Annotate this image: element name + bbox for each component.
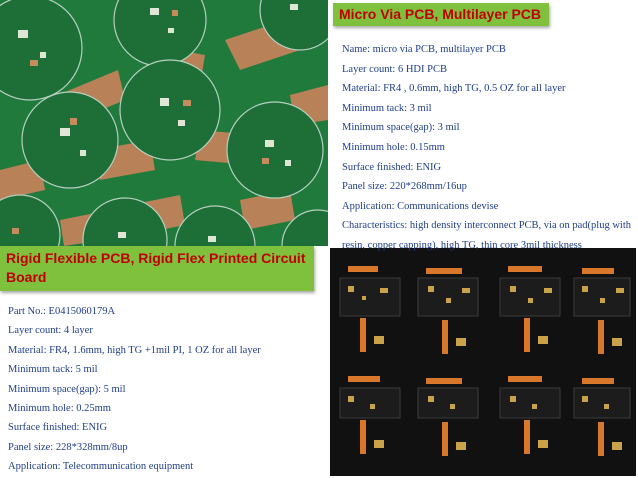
spec-panel-size: Panel size: 220*268mm/16up [342,181,467,193]
spec-minimum-space: Minimum space(gap): 3 mil [342,122,460,134]
spec-material: Material: FR4 , 0.6mm, high TG, 0.5 OZ f… [342,83,566,95]
spec-characteristics: Characteristics: high density interconne… [342,220,631,232]
spec-minimum-hole: Minimum hole: 0.25mm [8,402,111,414]
spec-minimum-tack: Minimum tack: 5 mil [8,364,98,376]
spec-application: Application: Communications devise [342,200,499,212]
rigid-flex-pcb-photo [330,248,636,476]
spec-minimum-hole: Minimum hole: 0.15mm [342,141,445,153]
green-pcb-panel-image [0,0,328,246]
spec-layer-count: Layer count: 6 HDI PCB [342,63,447,75]
spec-panel-size: Panel size: 228*328mm/8up [8,441,128,453]
micro-via-pcb-title: Micro Via PCB, Multilayer PCB [333,3,550,26]
rigid-flex-pcb-title: Rigid Flexible PCB, Rigid Flex Printed C… [0,246,314,291]
spec-layer-count: Layer count: 4 layer [8,325,93,337]
spec-minimum-space: Minimum space(gap): 5 mil [8,383,126,395]
micro-via-pcb-photo [0,0,328,246]
spec-minimum-tack: Minimum tack: 3 mil [342,102,432,114]
spec-part-no: Part No.: E0415060179A [8,306,116,317]
spec-characteristics-cont: resin, copper capping), high TG, thin co… [342,239,582,251]
spec-material: Material: FR4, 1.6mm, high TG +1mil PI, … [8,344,261,356]
micro-via-pcb-spec-list: Name: micro via PCB, multilayer PCB Laye… [342,40,638,256]
black-pcb-panel-image [330,248,636,476]
spec-surface-finished: Surface finished: ENIG [342,161,442,173]
spec-name: Name: micro via PCB, multilayer PCB [342,44,506,55]
spec-application: Application: Telecommunication equipment [8,461,194,473]
rigid-flex-pcb-spec-list: Part No.: E0415060179A Layer count: 4 la… [8,302,326,477]
spec-surface-finished: Surface finished: ENIG [8,422,108,434]
